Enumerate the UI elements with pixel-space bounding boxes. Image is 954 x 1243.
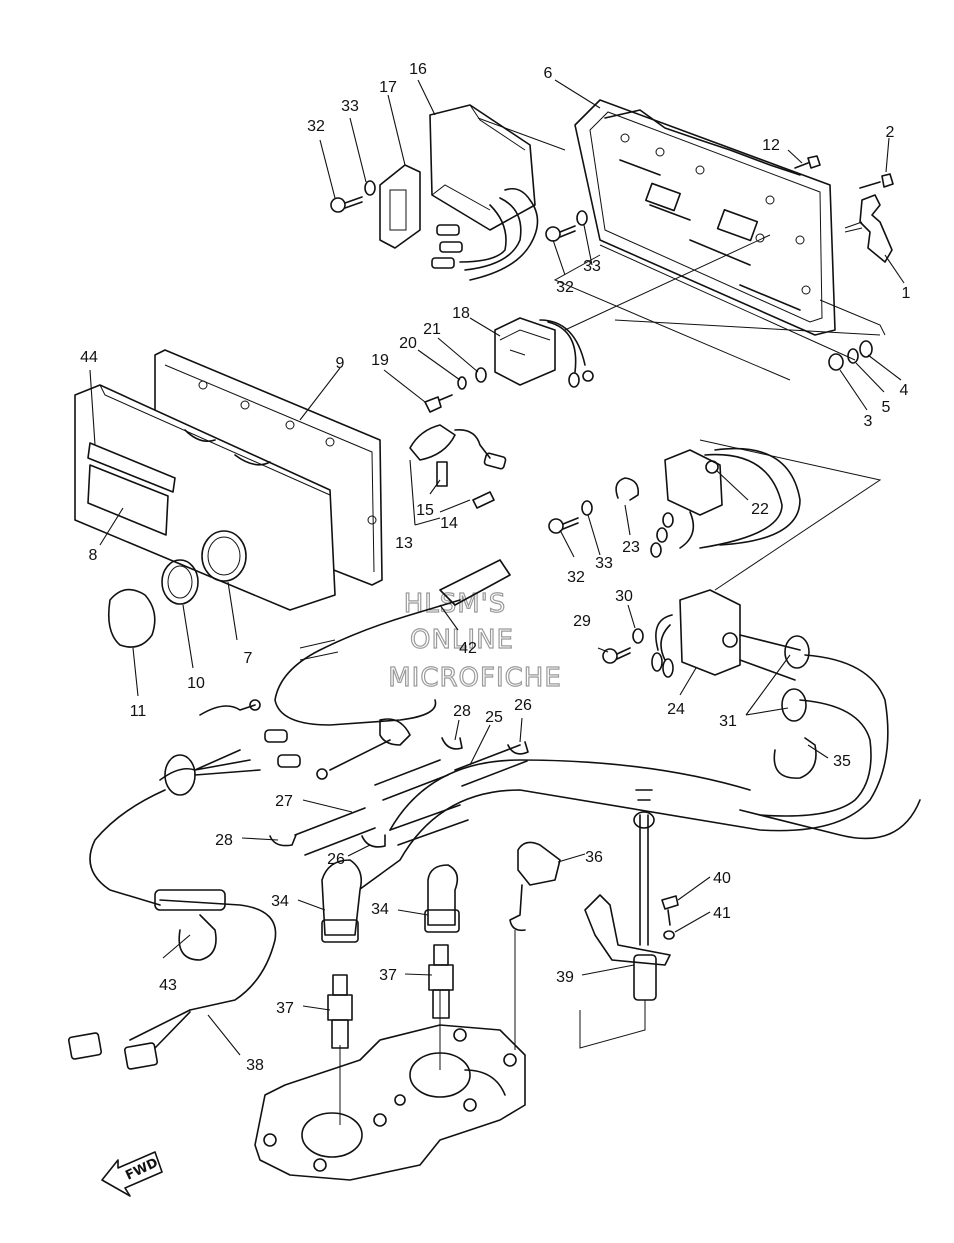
callout-37a: 37: [276, 1000, 294, 1017]
callout-30: 30: [615, 588, 633, 605]
part-37-spark-plug-left: [327, 974, 353, 1049]
high-tension-cords: [344, 654, 921, 901]
part-1-bracket: [844, 194, 893, 263]
callout-16: 16: [409, 61, 427, 78]
callout-34a: 34: [271, 893, 289, 910]
callout-12: 12: [762, 137, 780, 154]
callout-41: 41: [713, 905, 731, 922]
part-40-41-screw-washer: [661, 895, 679, 940]
callout-9: 9: [336, 355, 345, 372]
part-38-connectors: [67, 1009, 191, 1070]
callout-42: 42: [459, 640, 477, 657]
callout-26b: 26: [327, 851, 345, 868]
callout-13: 13: [395, 535, 413, 552]
callout-37b: 37: [379, 967, 397, 984]
part-32-33-screw-washer-upper-left: [330, 180, 376, 213]
part-2-bolt: [859, 173, 894, 189]
callout-31: 31: [719, 713, 737, 730]
part-32-33-screw-washer-middle: [548, 500, 593, 534]
callout-28b: 28: [453, 703, 471, 720]
part-3-4-5-nut-washers: [828, 340, 873, 371]
callout-23: 23: [622, 539, 640, 556]
forward-direction-arrow: FWD: [101, 1151, 163, 1197]
callout-44: 44: [80, 349, 98, 366]
part-39-sensor: [584, 789, 671, 1001]
callout-27: 27: [275, 793, 293, 810]
callout-33a: 33: [341, 98, 359, 115]
part-31-grommets: [781, 635, 810, 722]
part-23-clip: [615, 477, 640, 501]
wiring-harness-left: [89, 699, 301, 1011]
callout-17: 17: [379, 79, 397, 96]
callout-5: 5: [882, 399, 891, 416]
callout-29: 29: [573, 613, 591, 630]
callout-33b: 33: [583, 258, 601, 275]
part-19-20-21-screw-washers: [424, 367, 487, 413]
callout-26a: 26: [514, 697, 532, 714]
callout-32a: 32: [307, 118, 325, 135]
part-34-plug-cap-right: [424, 864, 460, 933]
callout-20: 20: [399, 335, 417, 352]
assembly-guide-lines: [339, 117, 886, 1125]
part-32-33-screw-washer-upper-mid: [545, 210, 588, 242]
callout-28a: 28: [215, 832, 233, 849]
part-35-band: [773, 737, 817, 779]
watermark: HLSM'S ONLINE MICROFICHE: [388, 588, 562, 693]
callout-38: 38: [246, 1057, 264, 1074]
part-18-relay: [494, 317, 594, 388]
callout-3: 3: [864, 413, 873, 430]
part-26-28-clamps: [269, 718, 529, 848]
part-37-spark-plug-right: [428, 944, 454, 1019]
callout-21: 21: [423, 321, 441, 338]
callout-14: 14: [440, 515, 458, 532]
part-11-cap: [107, 588, 156, 648]
callout-43: 43: [159, 977, 177, 994]
part-8-cover: [74, 384, 336, 611]
cylinder-head: [254, 1024, 526, 1181]
callout-11: 11: [130, 703, 147, 720]
callout-22: 22: [751, 501, 769, 518]
callout-10: 10: [187, 675, 205, 692]
callout-32b: 32: [556, 279, 574, 296]
part-24-ignition-coil: [651, 589, 801, 681]
callout-33c: 33: [595, 555, 613, 572]
callout-36: 36: [585, 849, 603, 866]
callout-39: 39: [556, 969, 574, 986]
callout-24: 24: [667, 701, 685, 718]
part-22-ignition-coil: [650, 447, 801, 558]
callout-6: 6: [544, 65, 553, 82]
callout-25: 25: [485, 709, 503, 726]
callout-35: 35: [833, 753, 851, 770]
part-36-bracket: [509, 841, 561, 932]
part-12-screw: [794, 155, 821, 169]
callout-4: 4: [900, 382, 909, 399]
watermark-line-2: ONLINE: [410, 625, 514, 655]
part-6-box-base: [574, 99, 836, 336]
callout-40: 40: [713, 870, 731, 887]
part-17-rectifier: [379, 164, 421, 249]
callout-18: 18: [452, 305, 470, 322]
callout-19: 19: [371, 352, 389, 369]
callout-8: 8: [89, 547, 98, 564]
part-16-cdi-unit: [429, 104, 539, 281]
callout-32c: 32: [567, 569, 585, 586]
part-13-14-15-connectors: [409, 424, 507, 509]
callout-1: 1: [902, 285, 911, 302]
callout-15: 15: [416, 502, 434, 519]
part-34-plug-cap-left: [321, 859, 363, 943]
callout-2: 2: [886, 124, 895, 141]
part-10-seal: [161, 559, 199, 605]
leader-lines: [89, 79, 905, 1056]
part-25-27-tubes: [294, 744, 528, 856]
callout-34b: 34: [371, 901, 389, 918]
watermark-line-3: MICROFICHE: [388, 663, 562, 693]
part-42-pulser-cord: [274, 559, 511, 726]
callout-7: 7: [244, 650, 253, 667]
callout-labels: 1 2 3 4 5 6 7 8 9 10 11 12 13 14 15 16 1…: [80, 61, 910, 1074]
part-29-30-screw-washer: [602, 628, 644, 664]
part-43-band: [178, 914, 217, 961]
